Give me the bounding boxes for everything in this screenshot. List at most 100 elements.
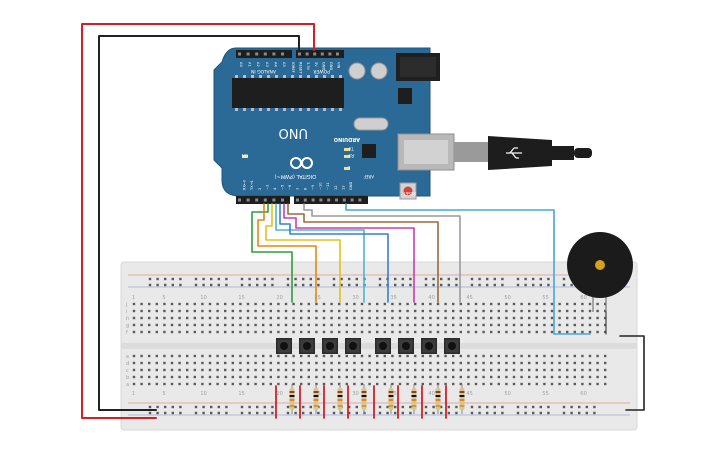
power-rail-hole[interactable] (532, 277, 535, 281)
breadboard-hole[interactable] (528, 330, 531, 334)
breadboard-hole[interactable] (338, 323, 341, 327)
breadboard-hole[interactable] (512, 330, 516, 334)
breadboard-hole[interactable] (391, 382, 394, 386)
breadboard-hole[interactable] (338, 330, 341, 334)
breadboard-hole[interactable] (284, 354, 288, 358)
breadboard-hole[interactable] (269, 316, 272, 320)
breadboard-hole[interactable] (322, 375, 326, 379)
power-rail-hole[interactable] (194, 411, 198, 415)
breadboard-hole[interactable] (315, 375, 318, 379)
breadboard-hole[interactable] (178, 302, 181, 306)
breadboard-hole[interactable] (368, 330, 371, 334)
breadboard-hole[interactable] (353, 375, 356, 379)
breadboard-hole[interactable] (566, 368, 569, 372)
header-pin[interactable] (263, 52, 267, 56)
breadboard-hole[interactable] (543, 361, 546, 365)
breadboard-hole[interactable] (566, 361, 569, 365)
breadboard-hole[interactable] (573, 354, 576, 358)
power-rail-hole[interactable] (562, 405, 566, 409)
breadboard-hole[interactable] (148, 354, 151, 358)
breadboard-hole[interactable] (474, 368, 478, 372)
power-rail-hole[interactable] (302, 277, 305, 281)
power-rail-hole[interactable] (424, 283, 428, 287)
breadboard-hole[interactable] (345, 375, 348, 379)
power-rail-hole[interactable] (539, 405, 542, 409)
breadboard-hole[interactable] (467, 316, 470, 320)
breadboard-hole[interactable] (436, 354, 440, 358)
breadboard-hole[interactable] (421, 302, 424, 306)
header-pin[interactable] (336, 52, 339, 56)
breadboard-hole[interactable] (588, 316, 592, 320)
breadboard-hole[interactable] (383, 316, 386, 320)
breadboard-hole[interactable] (604, 323, 607, 327)
breadboard-hole[interactable] (497, 368, 500, 372)
breadboard-hole[interactable] (490, 382, 493, 386)
breadboard-hole[interactable] (459, 368, 462, 372)
breadboard-hole[interactable] (505, 368, 508, 372)
breadboard-hole[interactable] (132, 309, 136, 313)
power-rail-hole[interactable] (348, 405, 351, 409)
breadboard-hole[interactable] (429, 316, 432, 320)
breadboard-hole[interactable] (315, 354, 318, 358)
power-rail-hole[interactable] (263, 411, 266, 415)
breadboard-hole[interactable] (467, 382, 470, 386)
power-rail-hole[interactable] (562, 277, 566, 281)
breadboard-hole[interactable] (490, 375, 493, 379)
breadboard-hole[interactable] (414, 375, 417, 379)
breadboard-hole[interactable] (148, 330, 151, 334)
power-rail-hole[interactable] (409, 405, 412, 409)
power-rail-hole[interactable] (386, 411, 389, 415)
power-rail-hole[interactable] (286, 277, 290, 281)
breadboard-hole[interactable] (512, 302, 516, 306)
breadboard-hole[interactable] (186, 309, 189, 313)
breadboard-hole[interactable] (170, 309, 174, 313)
breadboard-hole[interactable] (482, 375, 485, 379)
breadboard-hole[interactable] (132, 302, 136, 306)
breadboard-hole[interactable] (414, 354, 417, 358)
breadboard-hole[interactable] (436, 309, 440, 313)
breadboard-hole[interactable] (497, 354, 500, 358)
breadboard-hole[interactable] (163, 330, 166, 334)
breadboard-hole[interactable] (596, 309, 599, 313)
breadboard-hole[interactable] (535, 361, 538, 365)
breadboard-hole[interactable] (132, 323, 136, 327)
breadboard-hole[interactable] (604, 330, 607, 334)
breadboard-hole[interactable] (528, 375, 531, 379)
breadboard-hole[interactable] (520, 302, 523, 306)
breadboard-hole[interactable] (140, 302, 143, 306)
breadboard-hole[interactable] (208, 330, 212, 334)
power-rail-hole[interactable] (248, 277, 251, 281)
breadboard-hole[interactable] (581, 354, 584, 358)
breadboard-hole[interactable] (467, 354, 470, 358)
power-rail-hole[interactable] (271, 283, 274, 287)
power-rail-hole[interactable] (532, 283, 535, 287)
wire-gnd-black[interactable] (98, 35, 300, 411)
breadboard-hole[interactable] (254, 302, 257, 306)
breadboard-hole[interactable] (482, 330, 485, 334)
breadboard-hole[interactable] (353, 323, 356, 327)
breadboard-hole[interactable] (186, 361, 189, 365)
breadboard-hole[interactable] (262, 354, 265, 358)
breadboard-hole[interactable] (360, 361, 364, 365)
breadboard-hole[interactable] (178, 316, 181, 320)
breadboard-hole[interactable] (239, 382, 242, 386)
push-buttons[interactable] (276, 338, 460, 354)
breadboard-hole[interactable] (383, 375, 386, 379)
power-rail-hole[interactable] (225, 405, 228, 409)
breadboard-hole[interactable] (277, 375, 280, 379)
breadboard-hole[interactable] (269, 330, 272, 334)
power-rail-hole[interactable] (294, 411, 297, 415)
breadboard-hole[interactable] (216, 302, 219, 306)
push-button[interactable] (444, 338, 460, 354)
breadboard-hole[interactable] (459, 361, 462, 365)
breadboard-hole[interactable] (231, 361, 234, 365)
breadboard-hole[interactable] (163, 302, 166, 306)
breadboard-hole[interactable] (512, 375, 516, 379)
power-rail-hole[interactable] (516, 411, 520, 415)
header-pin[interactable] (342, 198, 346, 202)
breadboard-hole[interactable] (186, 302, 189, 306)
breadboard-hole[interactable] (216, 382, 219, 386)
breadboard-hole[interactable] (330, 382, 333, 386)
breadboard-hole[interactable] (444, 302, 447, 306)
breadboard-hole[interactable] (300, 316, 303, 320)
